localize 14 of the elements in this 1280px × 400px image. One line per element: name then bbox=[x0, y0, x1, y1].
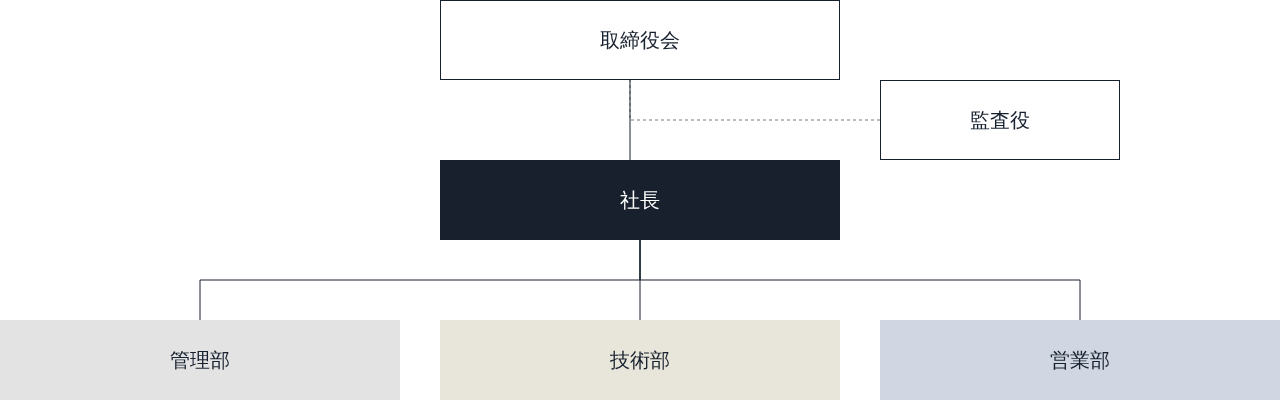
node-label: 技術部 bbox=[610, 346, 670, 374]
department-box bbox=[880, 320, 1280, 400]
president-box bbox=[440, 160, 840, 240]
connector-line bbox=[629, 79, 631, 161]
node-label: 取締役会 bbox=[600, 26, 680, 54]
node-label: 監査役 bbox=[970, 106, 1030, 134]
node-label: 営業部 bbox=[1050, 346, 1110, 374]
department-box bbox=[0, 320, 400, 400]
auditor-box bbox=[880, 80, 1120, 160]
department-box bbox=[440, 320, 840, 400]
node-label: 管理部 bbox=[170, 346, 230, 374]
connector-line bbox=[639, 239, 1081, 321]
board-box bbox=[440, 0, 840, 80]
node-label: 社長 bbox=[620, 186, 660, 214]
